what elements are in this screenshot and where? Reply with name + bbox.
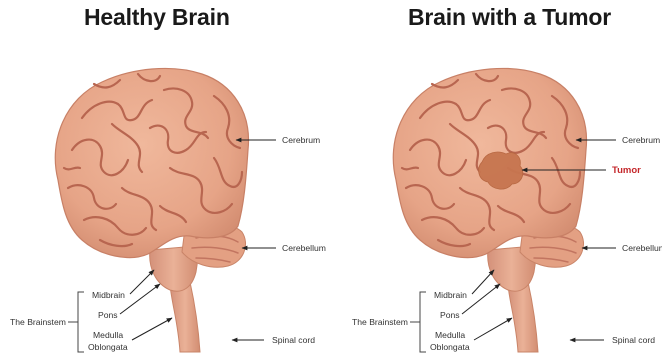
midbrain-arrow [130,270,154,294]
pons-label: Pons [98,310,118,320]
healthy-brain-illustration [55,68,248,352]
midbrain-label-right: Midbrain [434,290,467,300]
cerebrum-label: Cerebrum [282,135,320,145]
cerebellum-label-right: Cerebellum [622,243,662,253]
medulla-label: Medulla [93,330,123,340]
brainstem-label-right: The Brainstem [352,317,408,327]
pons-arrow-right [462,284,500,314]
medulla-arrow-right [474,318,512,340]
spinal-cord-label-right: Spinal cord [612,335,655,345]
midbrain-label: Midbrain [92,290,125,300]
brainstem-label: The Brainstem [10,317,66,327]
midbrain-arrow-right [472,270,494,294]
spinal-cord-label: Spinal cord [272,335,315,345]
tumor-label: Tumor [612,165,641,176]
pons-label-right: Pons [440,310,460,320]
brainstem-bracket-right [420,292,426,352]
medulla-arrow [132,318,172,340]
medulla-label-right: Medulla [435,330,465,340]
pons-arrow [120,284,160,314]
oblongata-label: Oblongata [88,342,128,352]
cerebellum-label: Cerebellum [282,243,326,253]
oblongata-label-right: Oblongata [430,342,470,352]
cerebrum-label-right: Cerebrum [622,135,660,145]
brainstem-bracket [78,292,84,352]
tumor-brain-illustration [393,68,586,352]
